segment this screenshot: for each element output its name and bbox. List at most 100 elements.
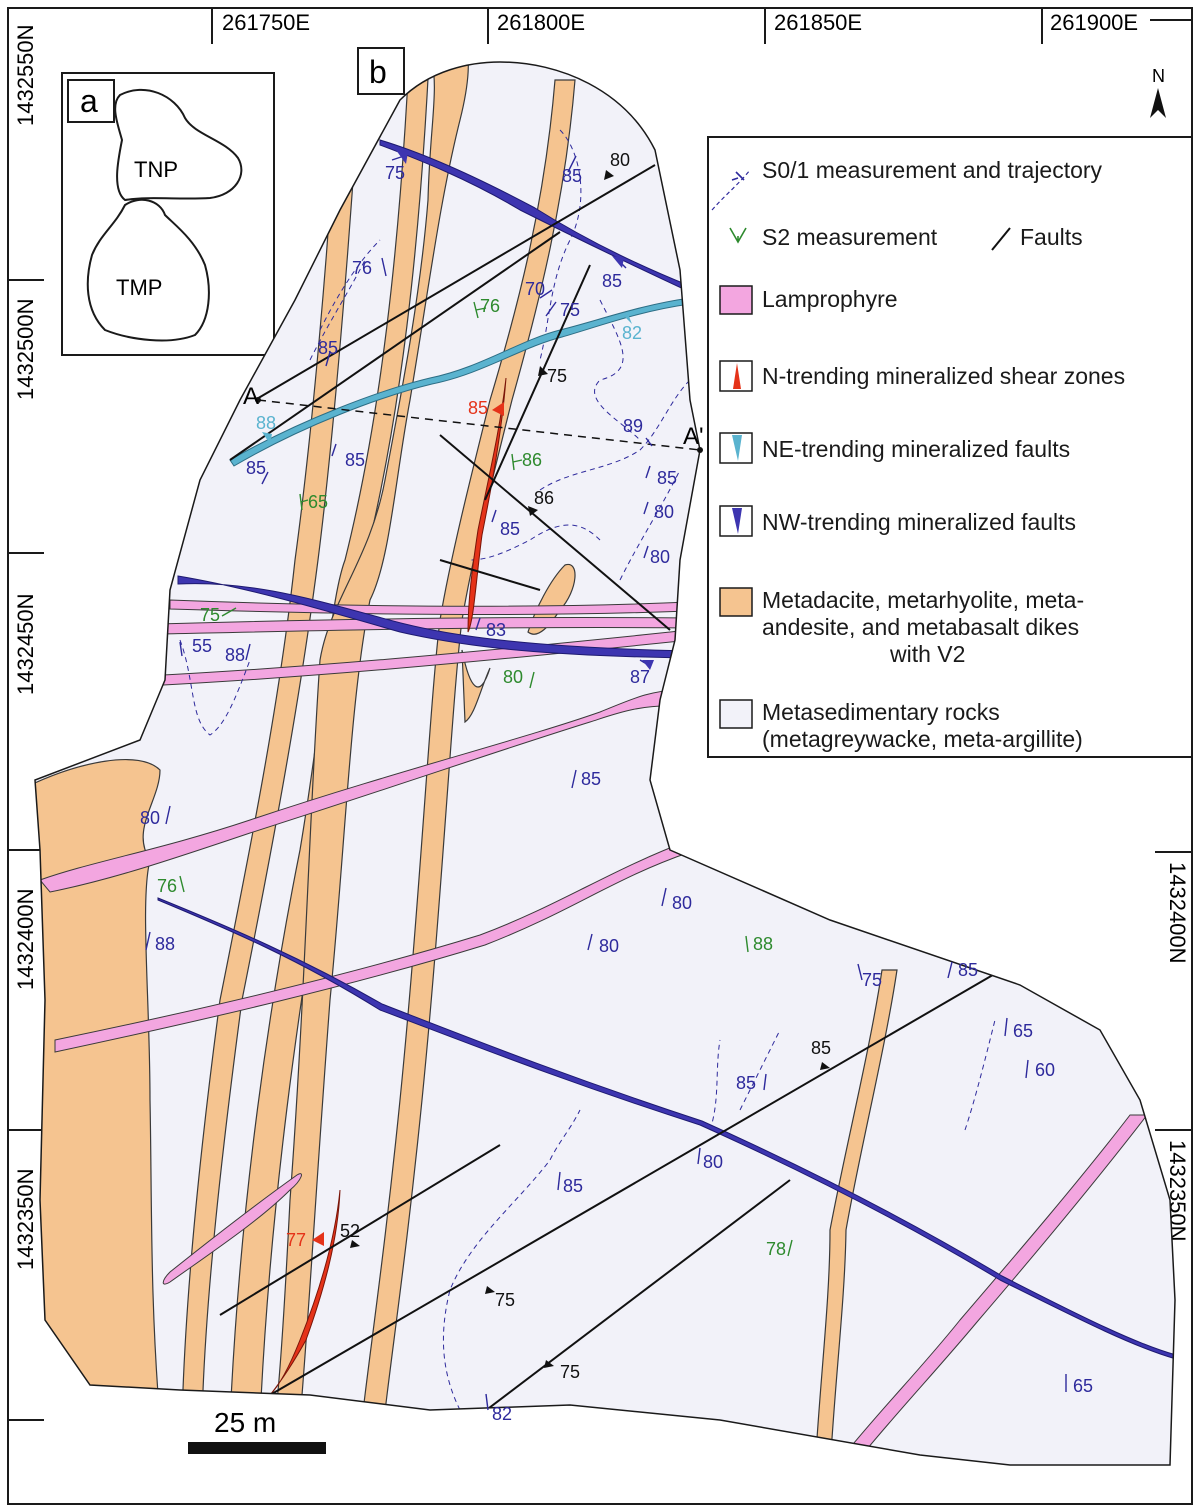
s2-dip: 80 [503,667,523,687]
fault-dip-ticks [350,170,830,1368]
s01-measurements: 75 85 76 85 85 70 75 85 85 89 85 85 80 8… [140,163,1093,1424]
legend-metased-line-2: (metagreywacke, meta-argillite) [762,726,1083,752]
fault-dip: 86 [534,488,554,508]
legend-dikes-swatch [719,587,753,617]
legend-s2-symbol [729,227,747,244]
s01-dip: 87 [630,667,650,687]
tnp-outline [114,88,243,202]
s01-dip: 88 [225,645,245,665]
northing-label: 1432500N [13,298,38,400]
north-label: N [1152,66,1165,86]
s01-dip: 80 [703,1152,723,1172]
ne-fault-dip: 88 [256,413,276,433]
s01-dip: 85 [958,960,978,980]
s01-dip: 80 [650,547,670,567]
s2-dip: 86 [522,450,542,470]
fault-dip: 52 [340,1221,360,1241]
s01-dip: 85 [602,271,622,291]
legend-faults-label: Faults [1020,224,1083,250]
s2-symbols [179,301,793,1257]
easting-axis: 261750E 261800E 261850E 261900E [211,8,1192,44]
legend-metased-line-1: Metasedimentary rocks [762,699,1000,725]
faults-black [219,164,1011,1431]
legend-n-shear-label: N-trending mineralized shear zones [762,363,1125,389]
legend-ne-faults-label: NE-trending mineralized faults [762,436,1070,462]
legend-lamprophyre-label: Lamprophyre [762,286,898,312]
legend-ne-faults-fill [732,435,742,461]
inset-label-tnp: TNP [134,157,178,182]
section-label-a: A [243,383,259,410]
northing-label: 1432450N [13,593,38,695]
northing-label: 1432400N [13,888,38,990]
northing-label: 1432550N [13,24,38,126]
s2-dip: 65 [308,492,328,512]
section-point-a [255,397,261,403]
s2-measurements: 76 86 65 75 80 76 88 78 [157,296,786,1259]
s01-dip: 85 [563,1176,583,1196]
s01-dip: 82 [492,1404,512,1424]
fault-dip: 85 [811,1038,831,1058]
panel-label-b-box [357,47,405,95]
s01-dip: 60 [1035,1060,1055,1080]
s2-dip: 76 [480,296,500,316]
north-arrow: N [1150,66,1166,118]
s01-dip: 80 [599,936,619,956]
s01-dip: 85 [345,450,365,470]
easting-label: 261750E [222,10,310,35]
nw-fault-dip-arrow [396,150,408,164]
s01-dip: 55 [192,636,212,656]
n-shear-zone-north [467,377,507,633]
easting-label: 261900E [1050,10,1138,35]
nw-fault-dip-arrow [612,256,624,268]
northing-axis-right: 1432400N 1432350N [1155,851,1192,1242]
fault-dip: 75 [495,1290,515,1310]
s01-dip: 85 [736,1073,756,1093]
s01-dip: 65 [1013,1021,1033,1041]
legend-nw-faults-fill [732,508,742,534]
panel-label-b: b [369,54,387,90]
s01-dip: 80 [672,893,692,913]
legend-s01-label: S0/1 measurement and trajectory [762,157,1103,183]
s2-dip: 75 [200,605,220,625]
legend-box [707,136,1193,758]
legend-faults-symbol [991,227,1011,251]
nw-fault-south [157,897,1175,1361]
s01-dip: 85 [581,769,601,789]
s01-dip: 70 [525,279,545,299]
s01-dip: 80 [140,808,160,828]
scale-bar-rect [188,1442,326,1454]
legend-dikes-line-1: Metadacite, metarhyolite, meta- [762,587,1084,613]
nw-fault-dip-arrow [642,660,654,670]
ne-fault-dip-arrow [622,314,632,324]
n-shear-dip-arrow [312,1232,324,1246]
legend-dikes-line-3: with V2 [889,641,965,667]
s01-dip: 75 [862,970,882,990]
fault-dip: 75 [547,366,567,386]
s01-dip: 83 [486,620,506,640]
tmp-outline [86,198,210,342]
dike-lens-east [527,563,576,635]
s01-dip: 65 [1073,1376,1093,1396]
easting-label: 261850E [774,10,862,35]
s01-dip: 75 [385,163,405,183]
s2-dip: 88 [753,934,773,954]
s01-dip: 85 [657,468,677,488]
s01-dip: 80 [654,502,674,522]
northing-label: 1432400N [1165,862,1190,964]
dike-southeast [814,969,898,1465]
dike-west-large [35,759,161,1421]
fault-dip: 75 [560,1362,580,1382]
legend-n-shear-fill [733,363,741,389]
section-label-a-prime: A' [683,423,704,450]
legend: S0/1 measurement and trajectory S2 measu… [707,136,1193,758]
scale-bar-label: 25 m [214,1407,276,1438]
legend-lamprophyre-swatch [719,285,753,315]
fault-dips: 80 75 86 85 52 75 75 [340,150,831,1382]
section-point-a-prime [697,447,703,453]
s01-dip: 85 [500,519,520,539]
s01-dip: 85 [246,458,266,478]
map-body: A A' 75 85 76 85 85 70 75 85 85 89 85 85… [34,61,1176,1466]
s01-dip: 85 [318,338,338,358]
n-shear-dip: 85 [468,398,488,418]
